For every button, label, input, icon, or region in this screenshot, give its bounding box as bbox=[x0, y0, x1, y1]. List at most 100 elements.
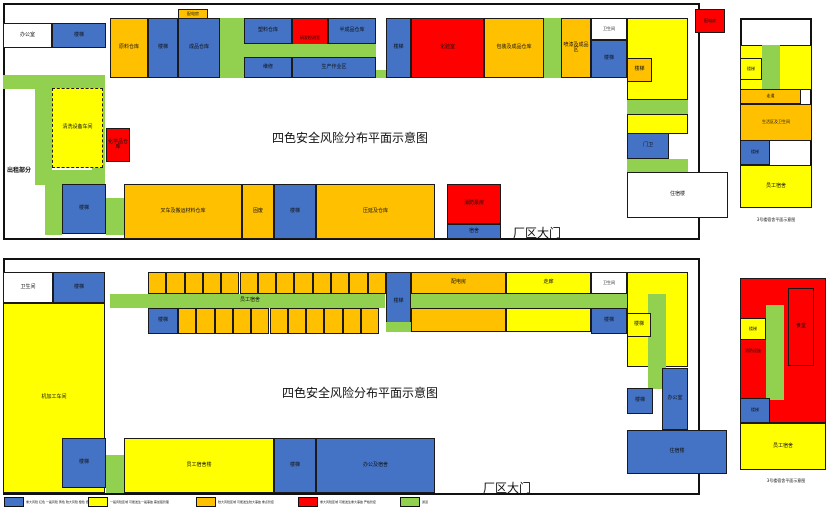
bottom-side-corridor bbox=[766, 305, 784, 400]
top-side-maint: 生活区及卫生间 bbox=[740, 104, 812, 141]
top-stairs-3: 楼梯 bbox=[148, 18, 178, 78]
bottom-side-plan-title: 3号楼宿舍平面示意图 bbox=[766, 477, 806, 483]
top-right-yellow-2 bbox=[627, 114, 688, 134]
bottom-dorm-row-label: 员工宿舍 bbox=[239, 297, 260, 304]
dorm-room bbox=[214, 308, 233, 334]
bottom-corridor-mid-2 bbox=[411, 294, 666, 308]
top-maintenance: 维修 bbox=[244, 57, 292, 78]
bottom-side-dorm2: 员工宿舍 bbox=[740, 423, 826, 470]
dorm-room bbox=[349, 272, 368, 294]
dorm-room bbox=[269, 308, 288, 334]
dorm-room bbox=[287, 308, 307, 334]
bottom-yellow-block bbox=[506, 308, 591, 332]
dorm-room bbox=[202, 272, 222, 294]
bottom-stairs-2: 楼梯 bbox=[62, 438, 106, 488]
top-process-area: 生产作业区 bbox=[292, 57, 376, 78]
top-lab-room: 化验室 bbox=[411, 18, 484, 78]
top-semi-finished: 半成品仓库 bbox=[328, 18, 376, 44]
dorm-room bbox=[294, 272, 313, 294]
bottom-restroom: 卫生间 bbox=[3, 272, 53, 303]
bottom-side-warn: 消防设施 bbox=[745, 347, 761, 353]
bottom-stairs-7: 楼梯 bbox=[274, 438, 316, 493]
bottom-packing: 走廊 bbox=[506, 272, 591, 294]
bottom-plan-title: 四色安全风险分布平面示意图 bbox=[281, 385, 438, 400]
top-finished-store: 成品仓库 bbox=[178, 18, 220, 78]
dorm-room bbox=[232, 308, 252, 334]
top-plan-frame bbox=[3, 3, 700, 240]
bottom-side-office: 办公室 bbox=[662, 368, 688, 430]
top-side-plan-title: 3号楼宿舍平面示意图 bbox=[756, 216, 796, 222]
top-packing: 包装及成品仓库 bbox=[484, 18, 544, 78]
top-painting: 喷漆及成品区 bbox=[561, 18, 591, 78]
top-pressed: 压延及仓库 bbox=[316, 184, 435, 239]
top-corridor-mid bbox=[244, 44, 376, 57]
legend-swatch bbox=[196, 497, 216, 507]
dorm-room bbox=[331, 272, 350, 294]
top-boiler: 配电房 bbox=[178, 9, 208, 19]
top-warehouse-1: 原料仓库 bbox=[110, 18, 148, 78]
legend-text: 重大风险区域 可能发生重大事故 严格管控 bbox=[320, 500, 376, 504]
top-stairs-1: 楼梯 bbox=[52, 23, 106, 48]
legend-swatch bbox=[88, 497, 108, 507]
legend-text: 通道 bbox=[422, 500, 429, 504]
top-chemicals: 化学品仓库 bbox=[106, 128, 130, 162]
top-corridor-bottom bbox=[106, 198, 124, 235]
top-corridor-horizontal-2 bbox=[35, 170, 105, 184]
dorm-room bbox=[257, 272, 277, 294]
bottom-office-dorm: 办公及宿舍 bbox=[316, 438, 435, 493]
dorm-room bbox=[276, 272, 295, 294]
dorm-room bbox=[196, 308, 215, 334]
top-corridor-mid-2 bbox=[376, 70, 386, 78]
bottom-corridor-left bbox=[106, 455, 124, 493]
top-stairs-5: 楼梯 bbox=[591, 40, 627, 78]
top-corridor-down bbox=[45, 184, 62, 235]
top-plan-title: 四色安全风险分布平面示意图 bbox=[271, 130, 428, 145]
top-clean-equipment: 清洗设备车间 bbox=[52, 88, 103, 168]
dorm-room bbox=[166, 272, 185, 294]
top-side-corridor bbox=[762, 45, 780, 90]
legend-text: 一般风险区域 可能发生一般事故 需加强管理 bbox=[110, 500, 169, 504]
legend-swatch bbox=[298, 497, 318, 507]
top-gate-label: 厂区大门 bbox=[512, 225, 561, 240]
top-corridor-left bbox=[3, 75, 105, 89]
bottom-dorm-big: 员工宿舍楼 bbox=[124, 438, 274, 493]
bottom-power: 配电房 bbox=[411, 272, 506, 294]
dorm-room bbox=[324, 308, 343, 334]
top-side-stairs-label: 楼梯 bbox=[740, 58, 762, 80]
top-plastics-store: 塑料仓库 bbox=[244, 18, 292, 44]
bottom-corridor-main bbox=[110, 294, 385, 308]
dorm-room bbox=[367, 272, 386, 294]
bottom-side-hall: 食堂 bbox=[788, 288, 814, 366]
top-corridor-right bbox=[544, 18, 561, 78]
bottom-side-stairs-3: 楼梯 bbox=[740, 398, 770, 423]
bottom-side-stairs: 楼梯 bbox=[627, 313, 651, 337]
top-stairs-6: 楼梯 bbox=[274, 184, 316, 239]
bottom-stairs-1: 楼梯 bbox=[53, 272, 105, 303]
top-office: 办公室 bbox=[3, 23, 52, 48]
bottom-restroom-2: 卫生间 bbox=[591, 272, 627, 294]
top-outer-left-label: 出租部分 bbox=[6, 166, 31, 174]
top-side-stairs: 楼梯 bbox=[627, 58, 652, 82]
top-forklift-area: 叉车及搬运材料仓库 bbox=[124, 184, 242, 239]
bottom-stairs-5: 楼梯 bbox=[591, 308, 627, 334]
top-waste: 固废 bbox=[242, 184, 274, 239]
legend-text: 较大风险区域 可能发生较大事故 重点管控 bbox=[218, 500, 274, 504]
top-corridor-right-2 bbox=[627, 100, 688, 114]
bottom-gate-label: 厂区大门 bbox=[482, 480, 531, 495]
bottom-side-stairs-2: 楼梯 bbox=[740, 318, 766, 340]
legend-swatch bbox=[400, 497, 420, 507]
bottom-corridor-mid bbox=[386, 322, 411, 332]
dorm-room bbox=[184, 272, 203, 294]
bottom-side-dorm: 住宿楼 bbox=[627, 430, 727, 474]
dorm-room bbox=[148, 272, 167, 294]
bottom-corridor-right bbox=[648, 294, 666, 389]
bottom-orange-block bbox=[411, 308, 506, 332]
dorm-room bbox=[342, 308, 361, 334]
dorm-room bbox=[239, 272, 258, 294]
top-restroom: 卫生间 bbox=[591, 18, 627, 40]
top-side-stairs-2: 楼梯 bbox=[740, 140, 770, 165]
dorm-room bbox=[312, 272, 331, 294]
top-corridor-top bbox=[220, 18, 244, 78]
top-gate-house: 门卫 bbox=[627, 133, 669, 159]
top-side-corridor-label: 走道 bbox=[740, 89, 801, 104]
